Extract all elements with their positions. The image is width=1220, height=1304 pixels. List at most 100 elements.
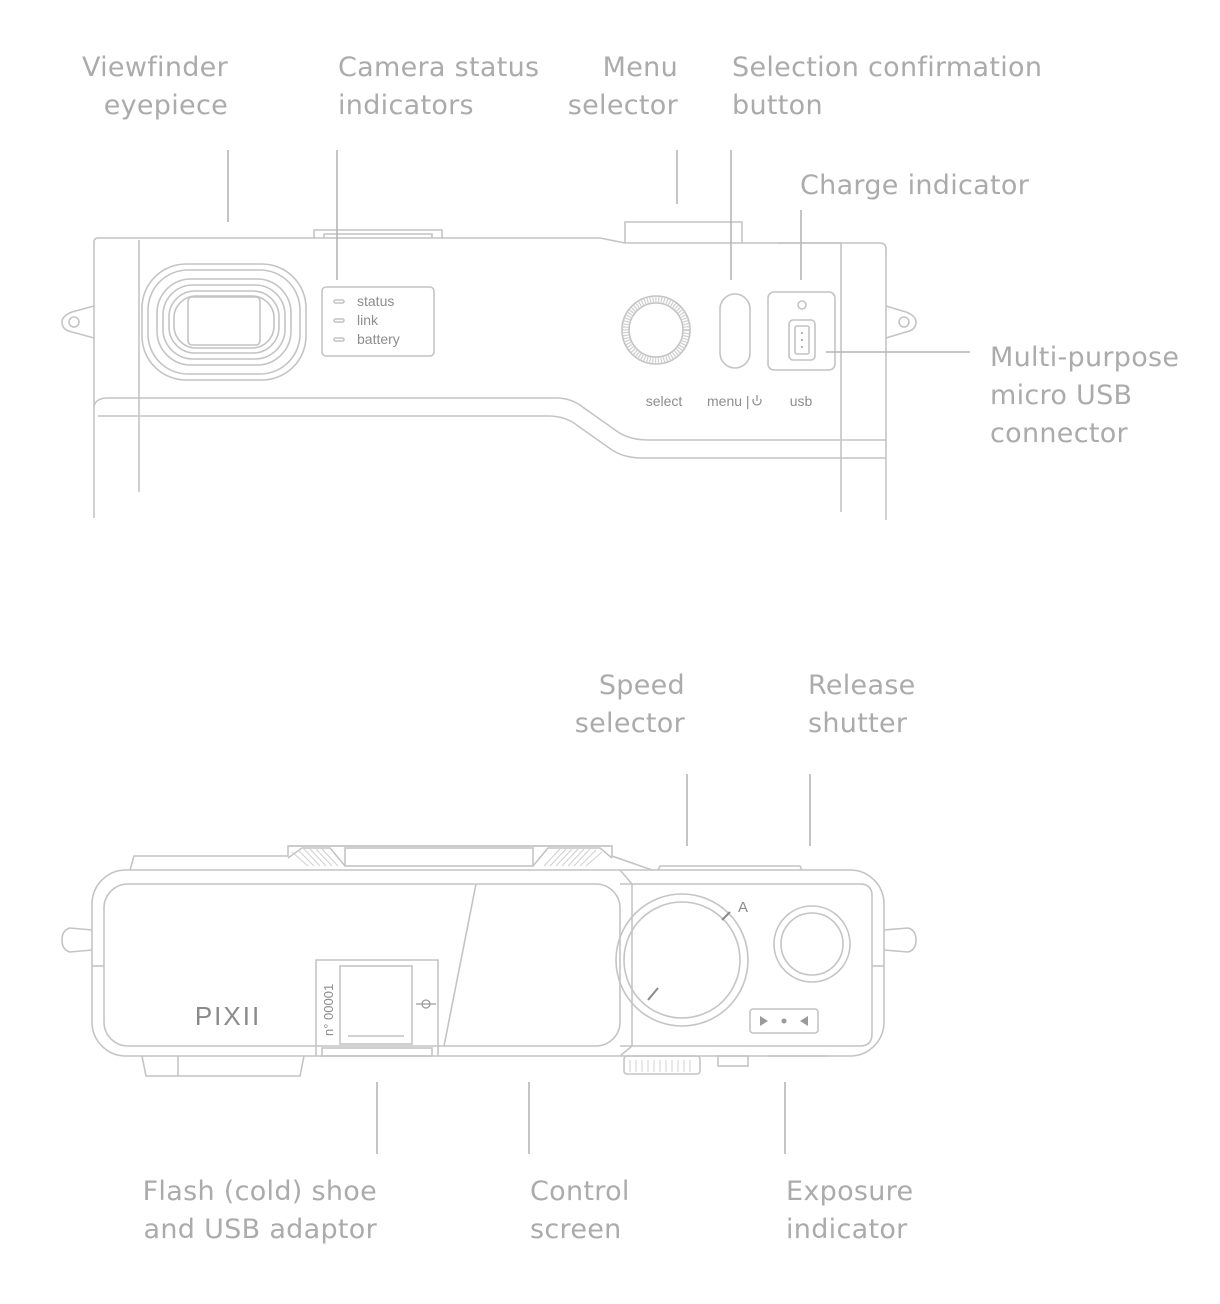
- usb-port-panel[interactable]: usb: [767, 291, 836, 409]
- auto-mode-label: A: [738, 899, 748, 916]
- serial-number: n° 00001: [321, 984, 336, 1036]
- shutter-outer: [773, 905, 851, 983]
- knurl-right: [532, 847, 613, 867]
- callout-exposure-indicator: Exposure indicator: [786, 1173, 913, 1249]
- underexposed-arrow-icon: [800, 1016, 808, 1026]
- eyepiece-window: [187, 296, 261, 346]
- eyepiece-ring: [168, 290, 280, 354]
- callout-speed-selector: Speed selector: [560, 667, 685, 743]
- viewfinder-eyepiece: [141, 263, 307, 381]
- link-led: [333, 318, 345, 323]
- battery-label: battery: [357, 331, 400, 347]
- callout-line: Release: [808, 670, 916, 701]
- strap-lug-left: [61, 927, 93, 953]
- callout-micro-usb-connector: Multi-purpose micro USB connector: [990, 339, 1179, 453]
- top-body-inner: [103, 883, 621, 1047]
- callout-viewfinder-eyepiece: Viewfinder eyepiece: [60, 49, 228, 125]
- strap-lug-left: [61, 305, 95, 339]
- micro-usb-port: [788, 319, 816, 361]
- charge-indicator-led: [797, 300, 807, 310]
- micro-usb-port-inner: [794, 325, 810, 355]
- callout-line: indicators: [338, 90, 474, 121]
- menu-label: menu |: [707, 393, 750, 409]
- power-icon: [752, 395, 762, 406]
- overexposed-arrow-icon: [760, 1016, 768, 1026]
- speed-dial-inner: [623, 901, 741, 1019]
- callout-line: Control: [530, 1176, 630, 1207]
- select-dial-inner: [628, 302, 684, 358]
- knurl-left: [287, 847, 346, 867]
- eyepiece-outer: [141, 263, 307, 381]
- eyepiece-ring: [173, 295, 275, 349]
- dial-base-top: [657, 865, 803, 871]
- rear-body-outline: [93, 237, 887, 520]
- usb-pin: [801, 346, 803, 348]
- knurl-pattern: [291, 848, 603, 867]
- usb-panel-frame: [767, 291, 836, 371]
- callout-line: connector: [990, 418, 1128, 449]
- exposure-indicator: [749, 1008, 819, 1034]
- rear-contour-lower: [98, 415, 886, 459]
- focal-plane-icon: [416, 999, 436, 1009]
- callout-line: Charge indicator: [800, 170, 1030, 201]
- callout-line: selector: [567, 90, 678, 121]
- usb-pin: [801, 339, 803, 341]
- select-dial[interactable]: select: [621, 295, 691, 409]
- speed-dial-knurl: [623, 1055, 701, 1075]
- eyepiece-ring: [162, 284, 286, 360]
- eyepiece-ring: [156, 278, 292, 366]
- strap-lug-hole: [68, 316, 80, 328]
- shoe-base: [321, 1047, 433, 1057]
- speed-selector-dial[interactable]: A: [615, 893, 749, 1027]
- strap-lug-hole: [898, 316, 910, 328]
- dial-index-mark: [647, 987, 659, 1001]
- callout-line: eyepiece: [103, 90, 228, 121]
- callout-line: Speed: [598, 670, 685, 701]
- callout-line: Viewfinder: [81, 52, 228, 83]
- release-shutter-button[interactable]: [773, 905, 851, 983]
- brand-logo: PIXII: [195, 1001, 261, 1031]
- callout-line: Multi-purpose: [990, 342, 1180, 373]
- callout-line: selector: [574, 708, 685, 739]
- callout-line: Exposure: [786, 1176, 914, 1207]
- status-panel-frame: [321, 286, 435, 357]
- callout-line: Menu: [602, 52, 678, 83]
- flash-cold-shoe[interactable]: n° 00001: [315, 959, 439, 1057]
- exposure-indicator-frame: [749, 1008, 819, 1034]
- callout-line: micro USB: [990, 380, 1133, 411]
- battery-led: [333, 337, 345, 342]
- status-led: [333, 299, 345, 304]
- strap-lug-right: [885, 305, 917, 339]
- usb-pin: [801, 332, 803, 334]
- top-plate-step: [619, 869, 633, 1057]
- callout-flash-shoe: Flash (cold) shoe and USB adaptor: [120, 1173, 377, 1249]
- menu-power-button[interactable]: menu |: [707, 293, 762, 409]
- eyepiece-ring: [147, 269, 301, 375]
- callout-line: screen: [530, 1214, 622, 1245]
- strap-lug-right: [883, 927, 917, 953]
- link-label: link: [357, 312, 379, 328]
- callout-line: Selection confirmation: [732, 52, 1043, 83]
- camera-top-view: n° 00001 PIXII A: [61, 774, 917, 1154]
- base-foot: [141, 1055, 305, 1077]
- menu-selector-top: [624, 221, 743, 243]
- top-body-outline: [91, 869, 885, 1057]
- callout-line: indicator: [786, 1214, 908, 1245]
- callout-line: shutter: [808, 708, 908, 739]
- status-label: status: [357, 293, 394, 309]
- control-screen-edge: [443, 883, 477, 1047]
- menu-button-pill: [719, 293, 751, 369]
- callout-line: Flash (cold) shoe: [142, 1176, 377, 1207]
- callout-release-shutter: Release shutter: [808, 667, 916, 743]
- base-tab: [717, 1055, 749, 1067]
- shoe-plate: [339, 965, 413, 1045]
- shoe-rail: [344, 847, 534, 867]
- shutter-inner: [780, 912, 844, 976]
- usb-label: usb: [790, 393, 813, 409]
- shoe-frame: [315, 959, 439, 1056]
- auto-position-mark: [721, 911, 731, 921]
- select-dial-knurl: [622, 296, 690, 364]
- camera-rear-view: status link battery select menu |: [61, 150, 970, 520]
- correct-exposure-dot-icon: [781, 1018, 787, 1024]
